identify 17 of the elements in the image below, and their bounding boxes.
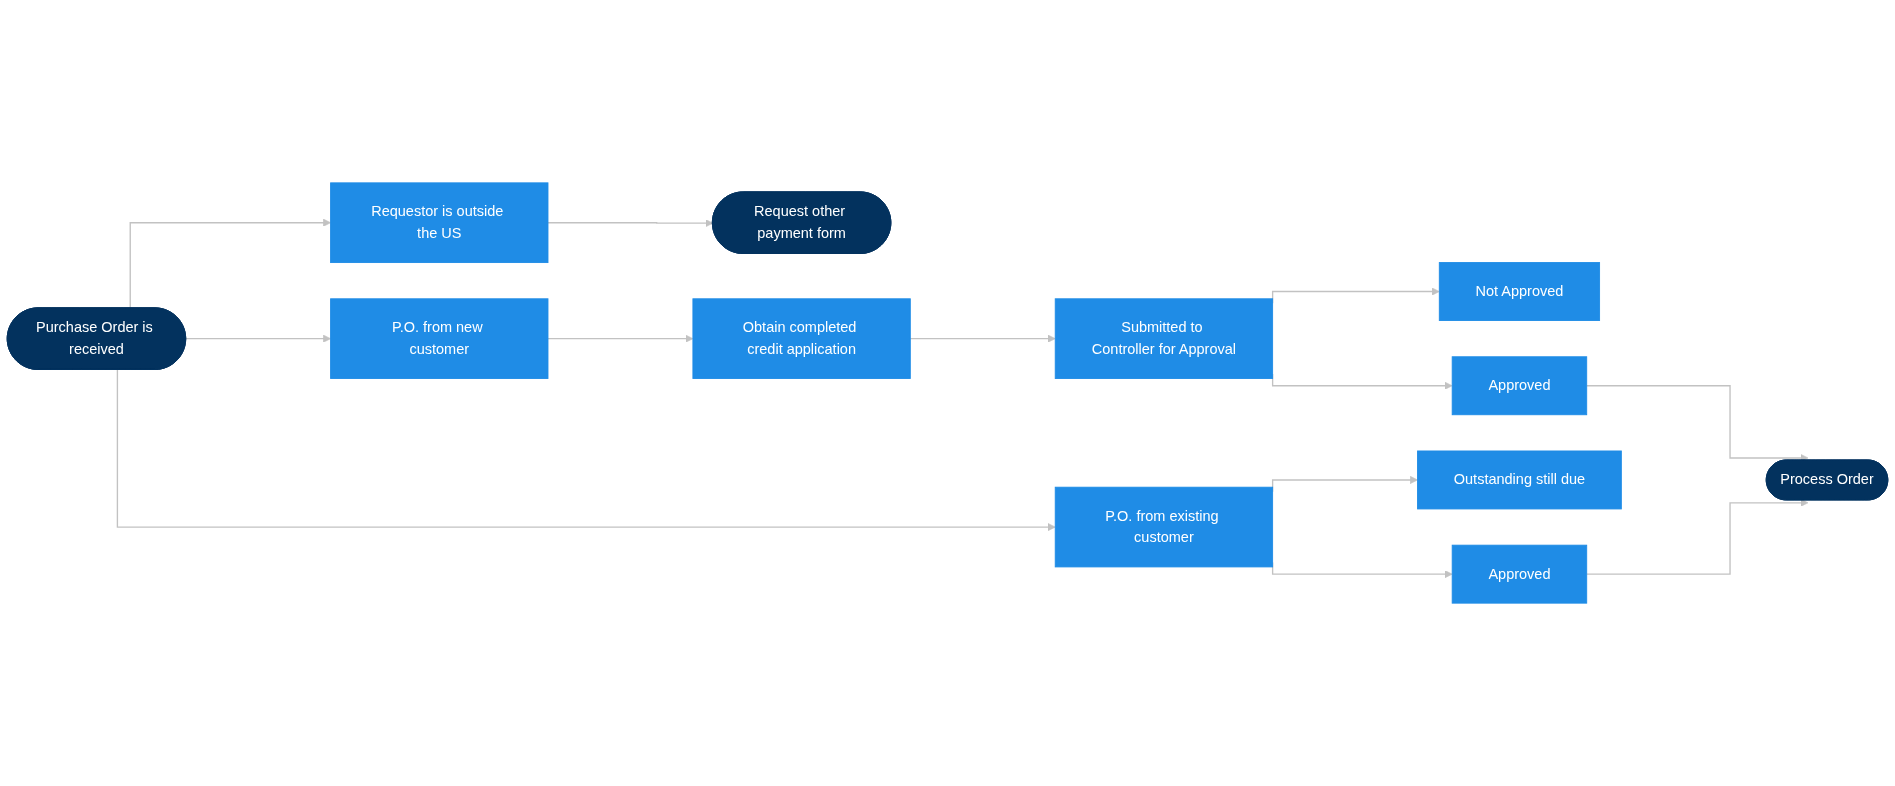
node-box: Approved [1451,356,1588,416]
node-box: Submitted to Controller for Approval [1054,298,1274,379]
node-box: P.O. from existing customer [1054,486,1274,568]
node-box: P.O. from new customer [330,298,549,379]
arrow [116,369,1056,532]
arrow [1586,498,1809,575]
node-box: Approved [1451,544,1588,604]
node-box: Outstanding still due [1417,450,1622,510]
arrow [909,334,1056,343]
arrow [547,334,694,343]
node-box: Obtain completed credit application [692,298,911,379]
arrow [185,334,331,343]
arrow [129,218,331,309]
node-box: Requestor is outside the US [330,182,549,263]
node-box: Not Approved [1438,262,1601,321]
arrow [1586,385,1809,462]
arrow [547,219,714,228]
